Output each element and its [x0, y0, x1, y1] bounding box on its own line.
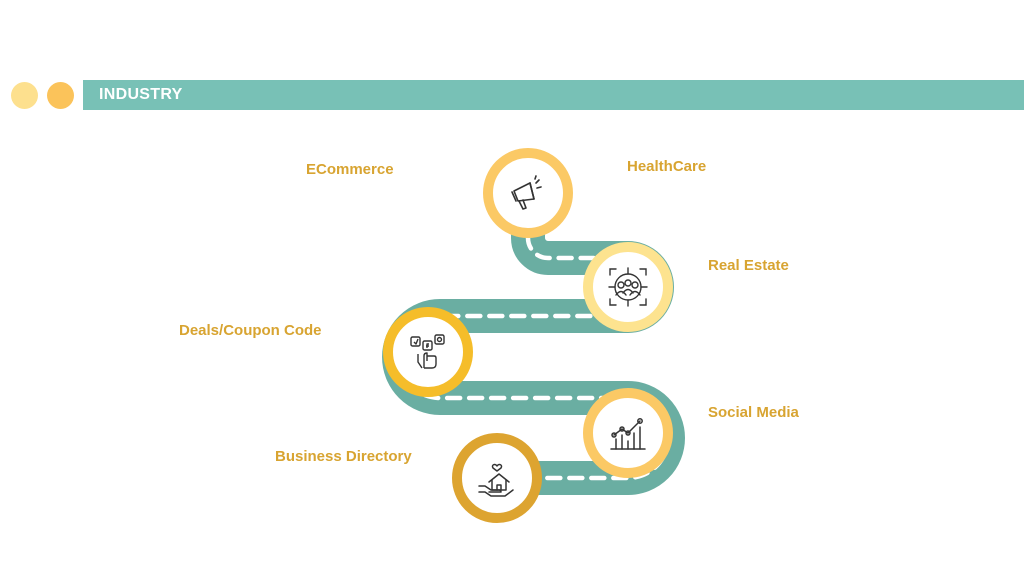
- node-business-directory: [452, 433, 542, 523]
- node-ecommerce: [483, 148, 573, 238]
- decorative-dot-light: [11, 82, 38, 109]
- node-deals-coupon-code: [383, 307, 473, 397]
- megaphone-icon: [511, 175, 542, 210]
- label-ecommerce: ECommerce: [306, 161, 394, 178]
- label-social-media: Social Media: [708, 404, 799, 421]
- label-healthcare: HealthCare: [627, 158, 707, 175]
- decorative-dot-dark: [47, 82, 74, 109]
- node-social-media: [583, 388, 673, 478]
- social-hand-icon: [410, 334, 445, 369]
- growth-chart-icon: [610, 418, 646, 450]
- label-business-directory: Business Directory: [275, 448, 412, 465]
- target-group-icon: [608, 267, 648, 307]
- node-real-estate: [583, 242, 673, 332]
- label-real-estate: Real Estate: [708, 257, 789, 274]
- label-deals-coupon-code: Deals/Coupon Code: [179, 322, 322, 339]
- page-title: INDUSTRY: [99, 86, 183, 103]
- header-bar: INDUSTRY: [83, 80, 1024, 110]
- home-hand-icon: [478, 463, 514, 497]
